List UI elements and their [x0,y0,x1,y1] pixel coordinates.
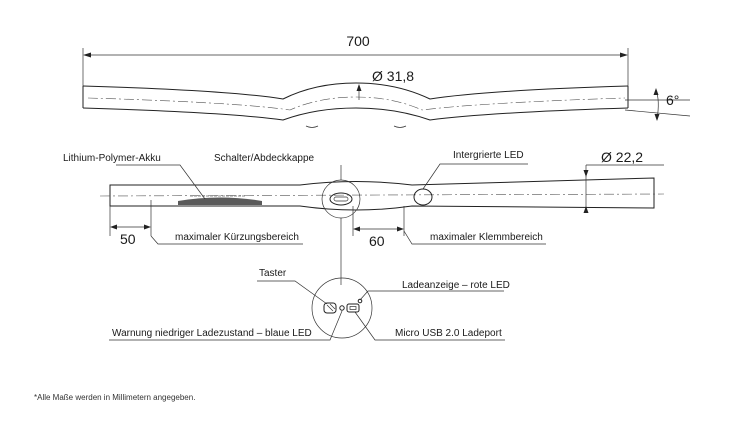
dimension-bend-angle: 6° [666,92,679,108]
switch-cover [333,196,349,202]
cut-label-leader [150,235,303,245]
bar-notch [305,125,319,128]
bar-notch-2 [393,125,407,128]
label-max-clamp-area: maximaler Klemmbereich [430,232,543,243]
battery-leader [116,164,206,200]
dimension-cut-length: 50 [120,231,136,247]
grip-arrow-top [583,170,589,177]
straight-bar-outline [109,177,655,211]
label-button: Taster [259,268,287,279]
cut-arrow-right [144,224,151,230]
led-ellipse [413,188,433,206]
bar-top-edge [82,82,629,100]
clamp-arrow-right [397,226,404,232]
clamp-arrow-left [353,226,360,232]
usb-port-inner [349,306,357,310]
led-leader [422,163,528,190]
dimension-overall-width: 700 [346,33,370,49]
angle-arrow-bottom [654,114,660,121]
angle-arrow-top [653,88,659,95]
label-usb-port: Micro USB 2.0 Ladeport [395,328,502,339]
clamp-label-leader [403,230,546,245]
usb-port-leader [354,311,505,341]
detail-blue-led [339,305,345,311]
detail-circle [311,277,373,339]
arrowhead-left [83,52,91,58]
red-led-leader [359,290,504,301]
label-switch-cover: Schalter/Abdeckkappe [214,153,315,164]
angle-leg [624,109,691,117]
label-battery: Lithium-Polymer-Akku [63,153,161,164]
bar-centerline [87,96,626,111]
clamp-leader-arrow [356,84,362,91]
button-leader [257,280,328,305]
footnote: *Alle Maße werden in Millimetern angegeb… [34,393,195,402]
dimension-clamp-diameter: Ø 31,8 [372,68,414,84]
switch-ellipse [329,192,353,206]
label-low-charge-warning: Warnung niedriger Ladezustand – blaue LE… [112,328,312,339]
handlebar-top-view: Lithium-Polymer-Akku Schalter/Abdeckkapp… [63,149,665,285]
button-hatch-2 [329,303,336,310]
battery-shape [178,197,262,205]
label-max-cut-area: maximaler Kürzungsbereich [175,232,299,243]
straight-bar-centerline [99,193,665,197]
switch-detail-circle [321,179,361,219]
detail-usb-port [346,303,360,313]
arrowhead-right [620,52,628,58]
handlebar-front-view: 700 Ø 31,8 6° [82,33,691,128]
detail-red-led [357,298,363,304]
cut-arrow-left [110,224,117,230]
detail-button [323,302,337,314]
grip-arrow-bottom [583,206,589,213]
bar-bottom-edge [82,107,629,121]
blue-led-leader [109,310,343,341]
label-integrated-led: Intergrierte LED [453,150,524,161]
button-hatch-1 [326,304,334,312]
label-charge-indicator: Ladeanzeige – rote LED [402,280,510,291]
switch-detail-view: Taster Ladeanzeige – rote LED Warnung ni… [109,268,510,341]
dimension-clamp-length: 60 [369,233,385,249]
dimension-grip-diameter: Ø 22,2 [601,149,643,165]
